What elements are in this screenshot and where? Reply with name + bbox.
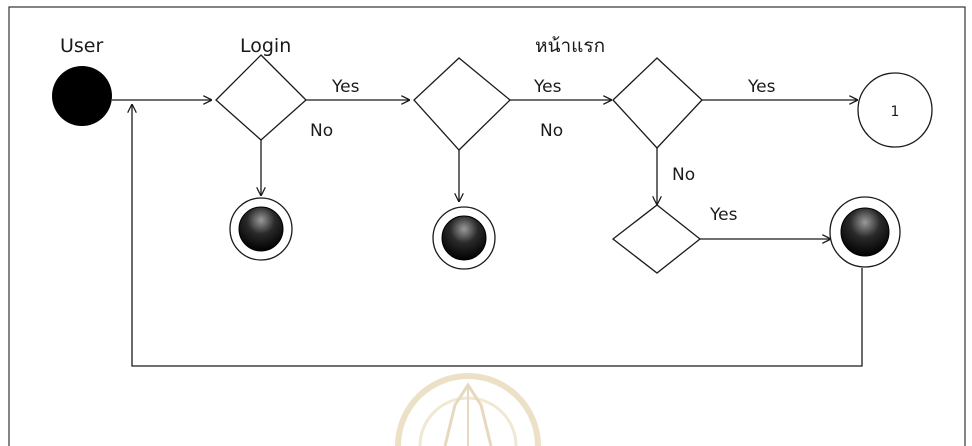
decision-home <box>612 57 703 149</box>
flow-loop-back <box>132 104 863 367</box>
no-label-2: No <box>540 121 563 141</box>
decision-login <box>215 54 307 141</box>
decision-step4 <box>611 204 702 274</box>
end-node-1 <box>229 197 293 261</box>
home-label: หน้าแรก <box>535 35 605 57</box>
yes-label-1: Yes <box>331 77 360 97</box>
diagram-frame <box>8 6 966 446</box>
watermark-seal <box>395 373 541 446</box>
end-node-3 <box>829 196 901 268</box>
login-label: Login <box>240 35 291 57</box>
connector-label: 1 <box>891 104 900 120</box>
connector-node <box>857 72 933 148</box>
no-label-3: No <box>672 165 695 185</box>
decision-step2 <box>413 57 511 151</box>
no-label-1: No <box>310 121 333 141</box>
start-node <box>52 66 112 126</box>
user-label: User <box>60 35 103 57</box>
yes-label-4: Yes <box>709 205 738 225</box>
yes-label-3: Yes <box>747 77 776 97</box>
end-node-2 <box>432 206 496 270</box>
yes-label-2: Yes <box>533 77 562 97</box>
